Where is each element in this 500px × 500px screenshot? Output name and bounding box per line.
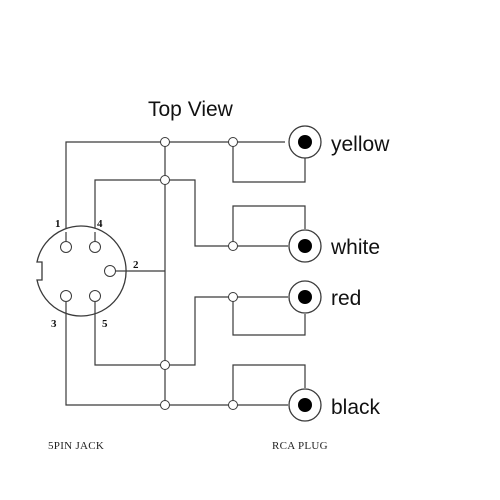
jack-pin-5 — [89, 290, 101, 302]
junction-loop-white — [228, 241, 238, 251]
pin-number-5: 5 — [102, 318, 108, 330]
jack-caption: 5PIN JACK — [48, 440, 104, 452]
wire-branch-red — [165, 296, 288, 366]
junction-bus-pin5 — [160, 360, 170, 370]
rca-yellow-center — [298, 135, 312, 149]
junction-loop-red — [228, 292, 238, 302]
rca-white-center — [298, 239, 312, 253]
diagram-title: Top View — [148, 98, 234, 121]
label-white: white — [330, 236, 380, 259]
wire-pin1-yellow — [65, 141, 285, 232]
junctions — [160, 137, 238, 410]
pin-number-4: 4 — [97, 218, 103, 230]
junction-bus-pin4 — [160, 175, 170, 185]
junction-loop-yellow — [228, 137, 238, 147]
rca-plugs — [288, 125, 322, 422]
pin-number-2: 2 — [133, 259, 139, 271]
wire-pin3-black — [65, 318, 288, 406]
pin-number-3: 3 — [51, 318, 57, 330]
jack-pin-4 — [89, 241, 101, 253]
rca-red-center — [298, 290, 312, 304]
junction-loop-black — [228, 400, 238, 410]
label-red: red — [331, 287, 361, 310]
pin-number-1: 1 — [55, 218, 61, 230]
rca-black-center — [298, 398, 312, 412]
wire-branch-white — [165, 179, 288, 247]
rca-plug-red — [288, 280, 322, 314]
wire-pin4-bus — [94, 179, 165, 232]
jack-pin-2 — [104, 265, 116, 277]
jack-body — [36, 225, 127, 317]
rca-plug-yellow — [288, 125, 322, 159]
label-yellow: yellow — [331, 133, 390, 156]
junction-bus-yellow — [160, 137, 170, 147]
jack-pin-1 — [60, 241, 72, 253]
five-pin-jack: 1 4 2 3 5 — [36, 218, 139, 330]
label-black: black — [331, 396, 381, 419]
rca-plug-white — [288, 229, 322, 263]
wire-loop-red — [232, 297, 306, 336]
junction-bus-black — [160, 400, 170, 410]
wire-loop-white — [232, 205, 306, 246]
rca-plug-black — [288, 388, 322, 422]
wires — [65, 141, 306, 406]
wire-loop-yellow — [232, 142, 306, 183]
wire-pin5-bus — [94, 318, 165, 366]
wire-loop-black — [232, 364, 306, 405]
plug-caption: RCA PLUG — [272, 440, 328, 452]
jack-pin-3 — [60, 290, 72, 302]
